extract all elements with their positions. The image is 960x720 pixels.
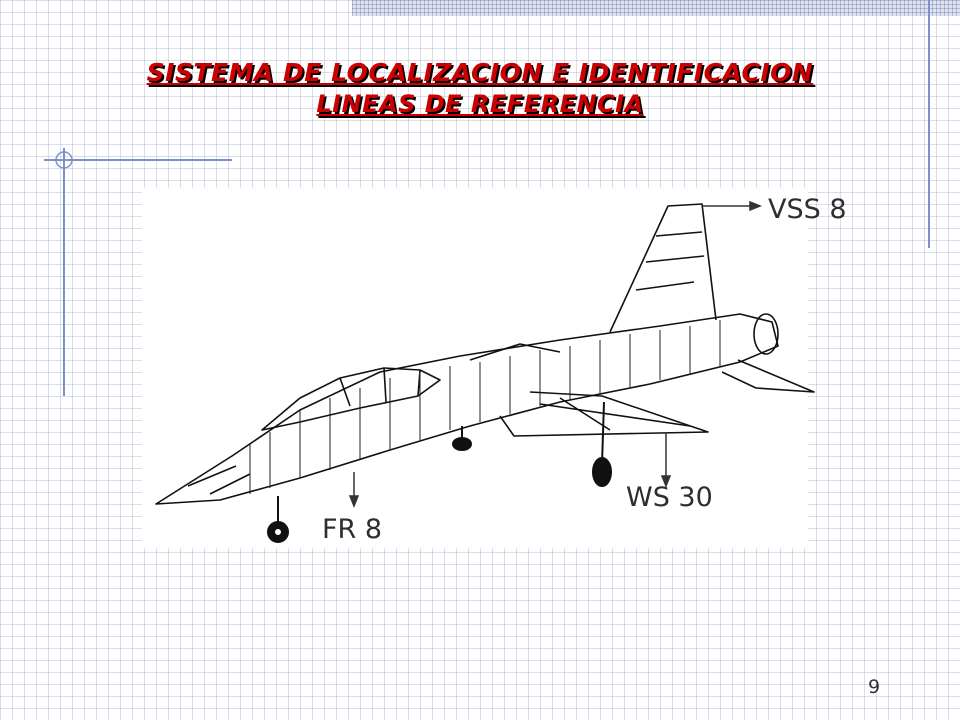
page-number: 9 xyxy=(868,676,881,698)
ws-label: WS 30 xyxy=(626,482,713,513)
nose-gear xyxy=(267,496,289,543)
fuselage xyxy=(155,313,779,505)
vertical-tail xyxy=(609,203,717,333)
fr-label: FR 8 xyxy=(322,514,383,545)
right-stabilizer xyxy=(721,359,815,393)
vss-label: VSS 8 xyxy=(768,194,847,225)
fuselage-frames xyxy=(249,320,721,494)
slide-subtitle: LINEAS DE REFERENCIA xyxy=(316,90,644,118)
figure-background xyxy=(142,188,808,548)
right-wing xyxy=(499,391,709,437)
left-wing-stub xyxy=(469,343,561,361)
canopy xyxy=(261,367,441,431)
main-gear xyxy=(452,401,612,487)
right-vertical-rule xyxy=(928,0,930,248)
top-decorative-band xyxy=(352,0,960,16)
slide-title: SISTEMA DE LOCALIZACION E IDENTIFICACION xyxy=(146,58,814,87)
